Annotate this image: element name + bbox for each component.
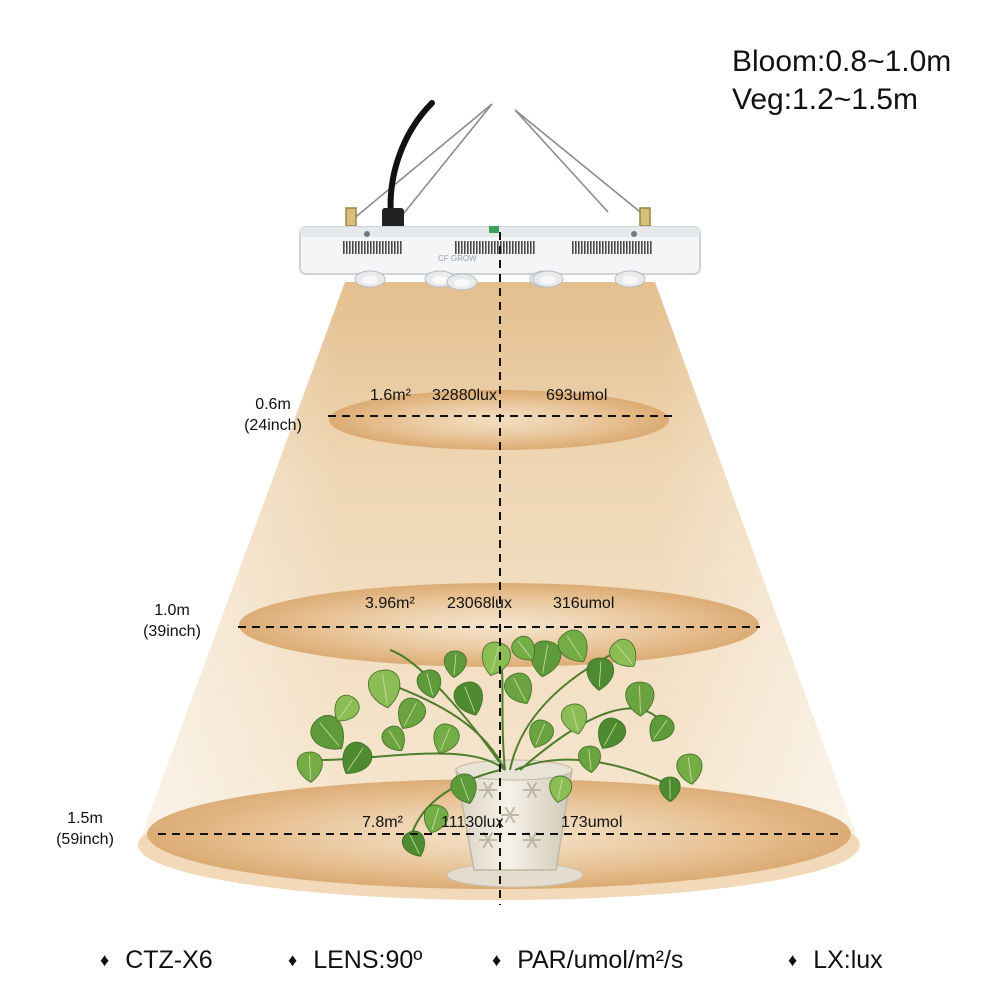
- spec-text: LENS:90º: [313, 946, 423, 974]
- diamond-bullet-icon: ♦: [100, 950, 110, 970]
- lamp-brand-logo: CF GROW: [438, 254, 477, 263]
- par-value-level-1: 693umol: [546, 387, 608, 404]
- spec-model: ♦ CTZ-X6: [100, 945, 213, 975]
- height-label-level-3: 1.5m (59inch): [40, 808, 130, 850]
- cob-lenses: [354, 270, 646, 291]
- cable-plug: [382, 208, 404, 228]
- height-meters: 1.5m: [67, 810, 103, 827]
- height-label-level-1: 0.6m (24inch): [228, 394, 318, 436]
- vent-slots: [343, 241, 652, 254]
- veg-height-text: Veg:1.2~1.5m: [732, 83, 918, 116]
- spec-text: CTZ-X6: [125, 946, 213, 974]
- height-label-level-2: 1.0m (39inch): [127, 600, 217, 642]
- lux-value-level-3: 11130lux: [441, 814, 504, 831]
- lux-value-level-1: 32880lux: [432, 387, 497, 404]
- area-value-level-1: 1.6m²: [370, 387, 411, 404]
- spec-par-unit: ♦ PAR/umol/m²/s: [492, 945, 683, 975]
- height-meters: 1.0m: [154, 602, 190, 619]
- lux-value-level-2: 23068lux: [447, 595, 512, 612]
- height-inches: (24inch): [244, 417, 302, 434]
- spec-lux-unit: ♦ LX:lux: [788, 945, 883, 975]
- height-inches: (39inch): [143, 623, 201, 640]
- spec-text: LX:lux: [813, 946, 883, 974]
- spec-text: PAR/umol/m²/s: [517, 946, 684, 974]
- potted-plant: [296, 629, 703, 888]
- diamond-bullet-icon: ♦: [788, 950, 798, 970]
- area-value-level-3: 7.8m²: [362, 814, 403, 831]
- diamond-bullet-icon: ♦: [288, 950, 298, 970]
- par-value-level-2: 316umol: [553, 595, 615, 612]
- height-inches: (59inch): [56, 831, 114, 848]
- hanging-wires: [345, 103, 651, 227]
- height-meters: 0.6m: [255, 396, 291, 413]
- power-cable: [387, 100, 435, 229]
- bloom-height-text: Bloom:0.8~1.0m: [732, 45, 952, 78]
- diamond-bullet-icon: ♦: [492, 950, 502, 970]
- par-value-level-3: 173umol: [561, 814, 623, 831]
- spec-lens: ♦ LENS:90º: [288, 945, 422, 975]
- area-value-level-2: 3.96m²: [365, 595, 415, 612]
